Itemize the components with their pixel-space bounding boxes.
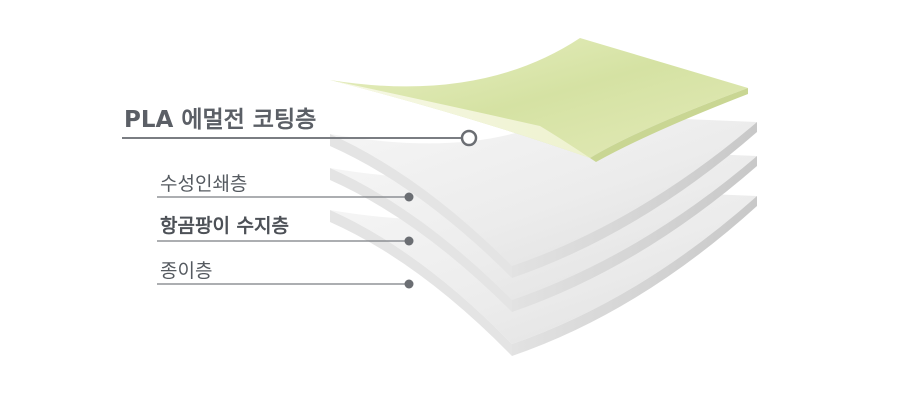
layer-label-resin: 항곰팡이 수지층 (160, 215, 289, 237)
marker-resin-dot (404, 236, 414, 246)
ink-sheet (330, 114, 757, 278)
layer-label-ink: 수성인쇄층 (160, 173, 248, 195)
leader-lines (122, 137, 462, 285)
marker-ink-dot (404, 192, 414, 202)
marker-coating-ring (460, 129, 478, 147)
coating-sheet (330, 38, 748, 162)
layer-label-paper: 종이층 (160, 260, 213, 282)
layer-label-coating: PLA 에멀전 코팅층 (124, 107, 317, 133)
marker-paper-dot (404, 279, 414, 289)
